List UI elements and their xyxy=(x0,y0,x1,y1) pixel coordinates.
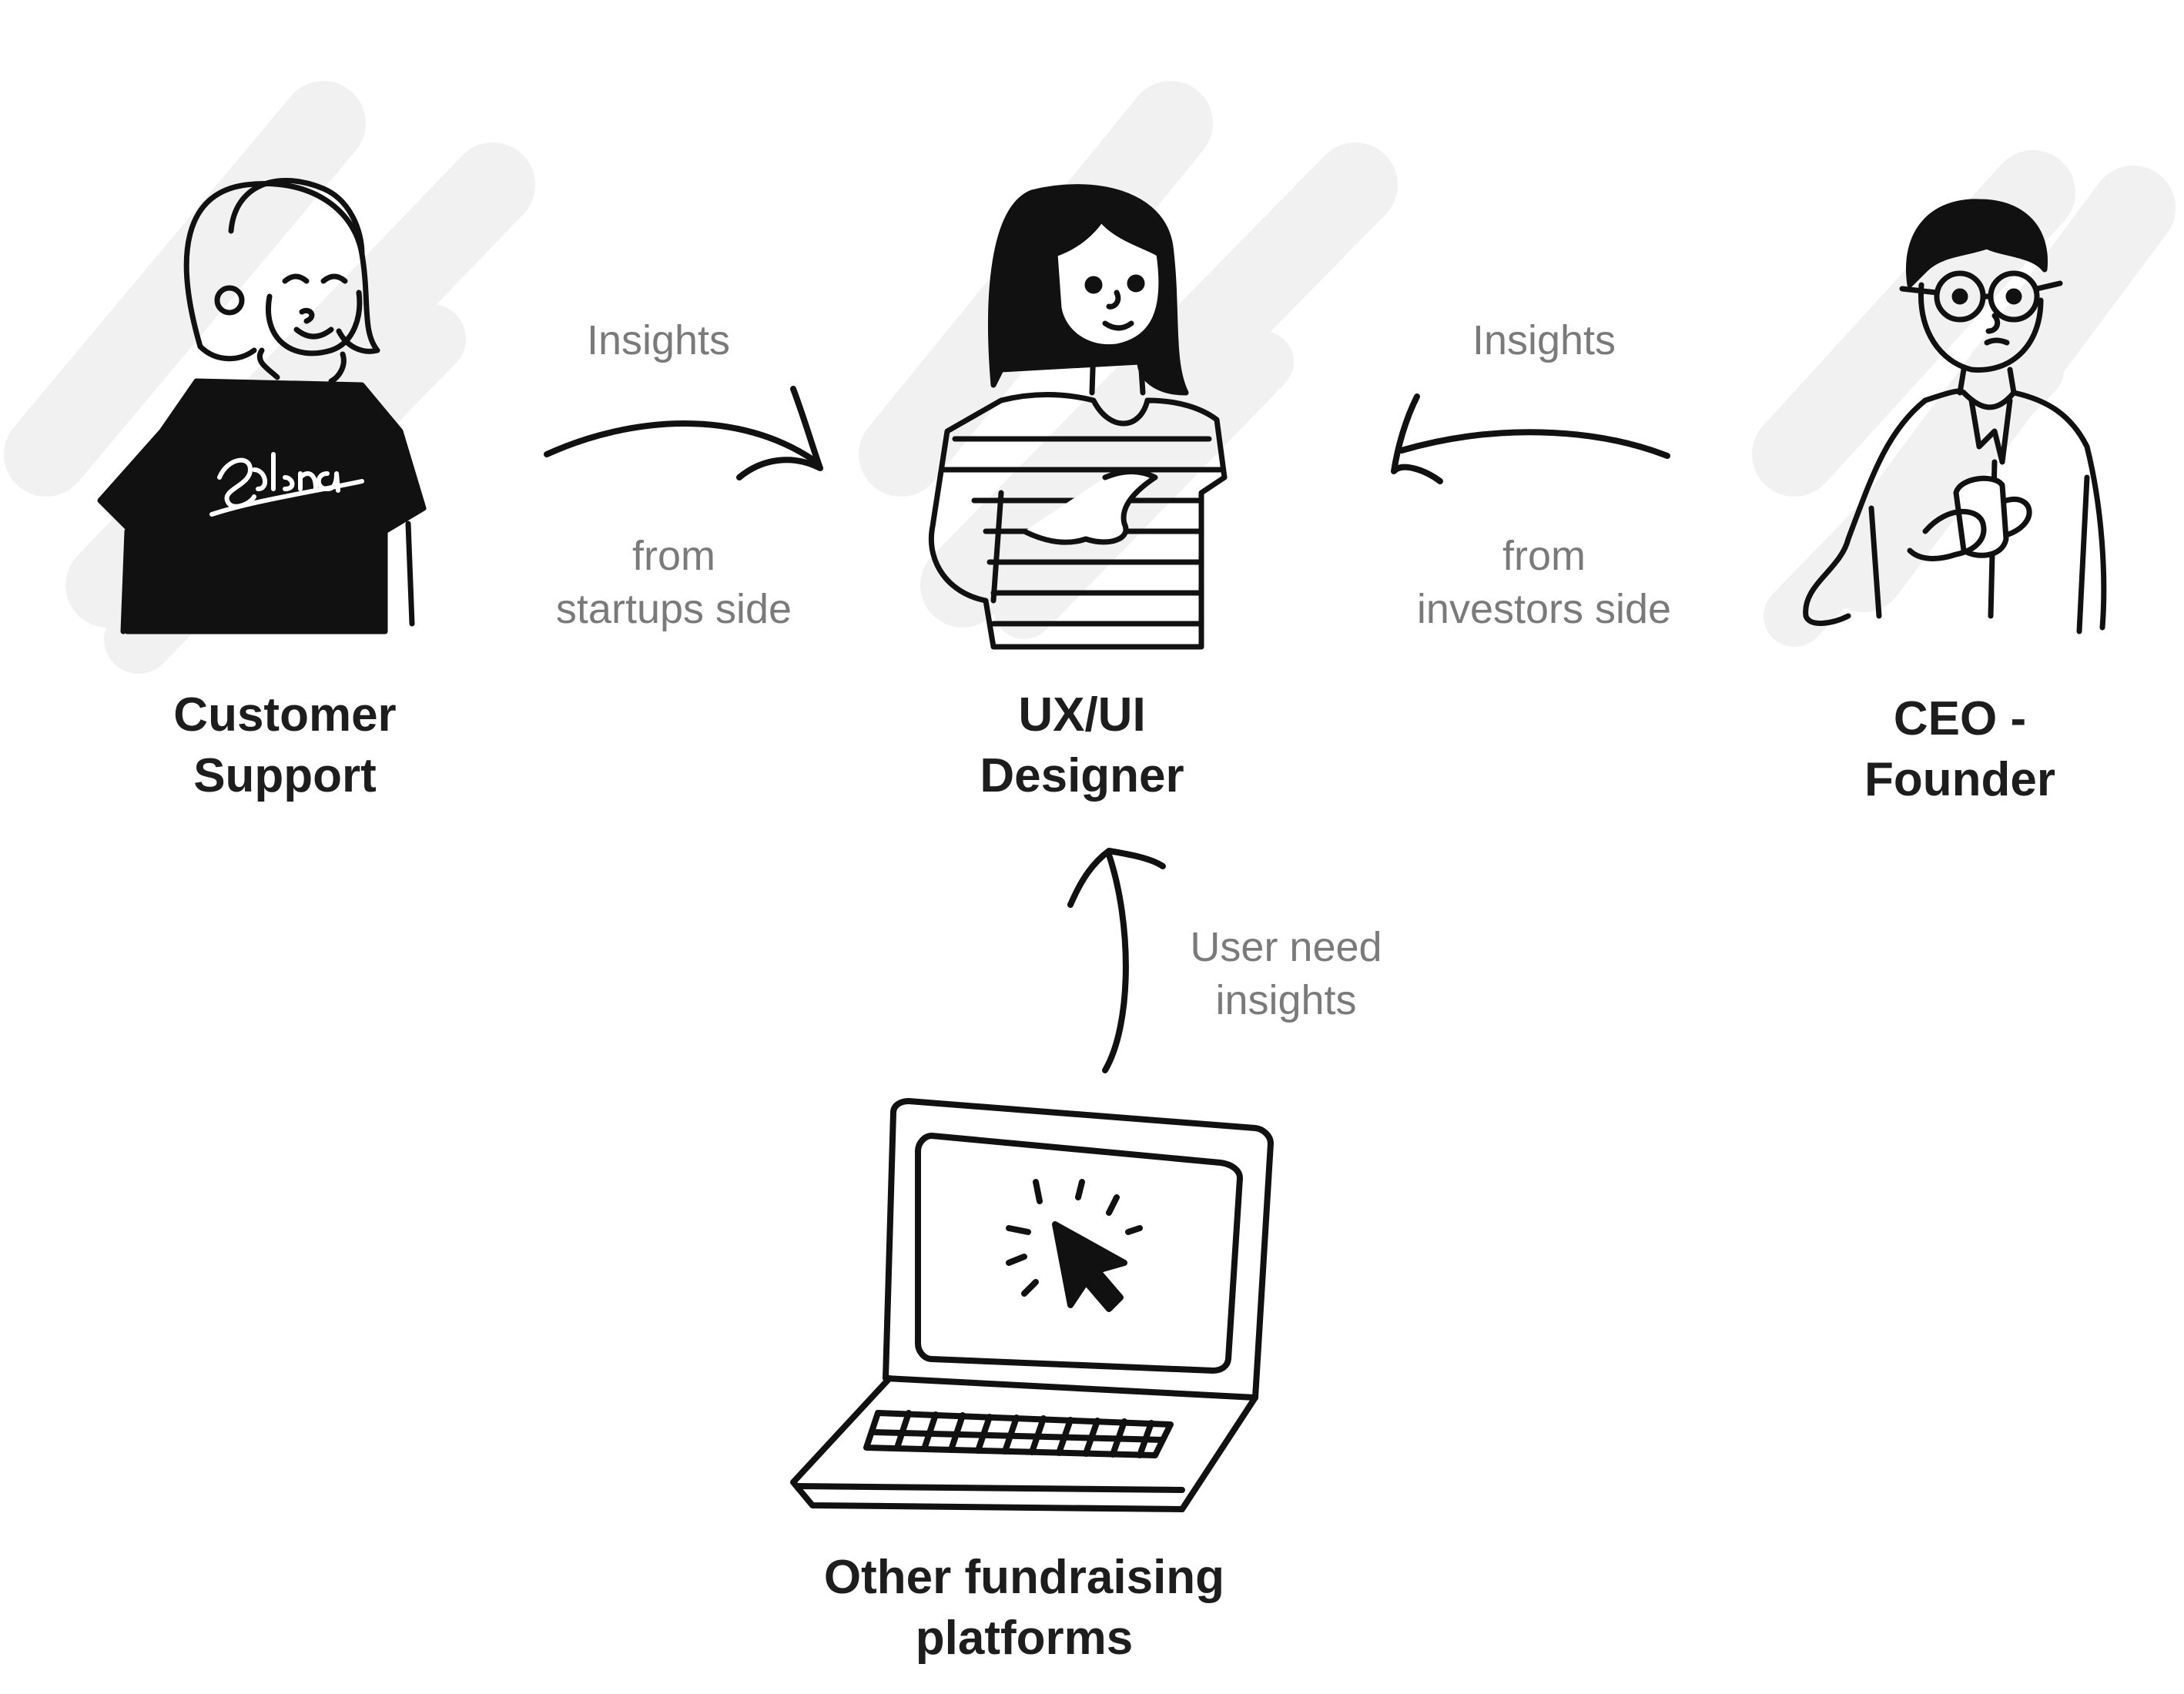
edge-left-title: Insights xyxy=(586,317,731,363)
edge-bottom-line1: User need xyxy=(1190,924,1382,970)
node-designer-line2: Designer xyxy=(980,748,1184,802)
node-customer-support-line2: Support xyxy=(193,748,377,802)
node-platforms-line1: Other fundraising xyxy=(823,1551,1225,1604)
node-ceo-line2: Founder xyxy=(1864,752,2055,806)
node-platforms-line2: platforms xyxy=(915,1611,1134,1665)
node-ceo-line1: CEO - xyxy=(1893,692,2027,745)
customer-support-illustration xyxy=(97,177,427,634)
node-customer-support: Customer Support xyxy=(154,685,416,806)
node-customer-support-line1: Customer xyxy=(173,688,397,742)
edge-bottom-label: User need insights xyxy=(1155,921,1417,1026)
designer-illustration xyxy=(928,184,1228,650)
ceo-illustration xyxy=(1803,199,2107,634)
edge-right-line1: from xyxy=(1502,533,1586,579)
node-designer-line1: UX/UI xyxy=(1018,688,1146,742)
edge-right-subtitle: from investors side xyxy=(1378,530,1710,635)
laptop-illustration xyxy=(790,1098,1274,1512)
edge-bottom-line2: insights xyxy=(1215,976,1357,1023)
arrow-support-to-designer xyxy=(544,386,823,480)
edge-right-line2: investors side xyxy=(1416,585,1672,632)
edge-left-subtitle: from startups side xyxy=(524,530,824,635)
edge-right-title: Insights xyxy=(1472,317,1616,363)
node-platforms: Other fundraising platforms xyxy=(770,1548,1278,1669)
edge-left-line1: from xyxy=(632,533,715,579)
arrow-platforms-to-designer xyxy=(1067,848,1166,1073)
node-ceo: CEO - Founder xyxy=(1833,689,2087,810)
node-designer: UX/UI Designer xyxy=(955,685,1209,806)
edge-left-line2: startups side xyxy=(555,585,792,632)
arrow-ceo-to-designer xyxy=(1391,393,1670,484)
